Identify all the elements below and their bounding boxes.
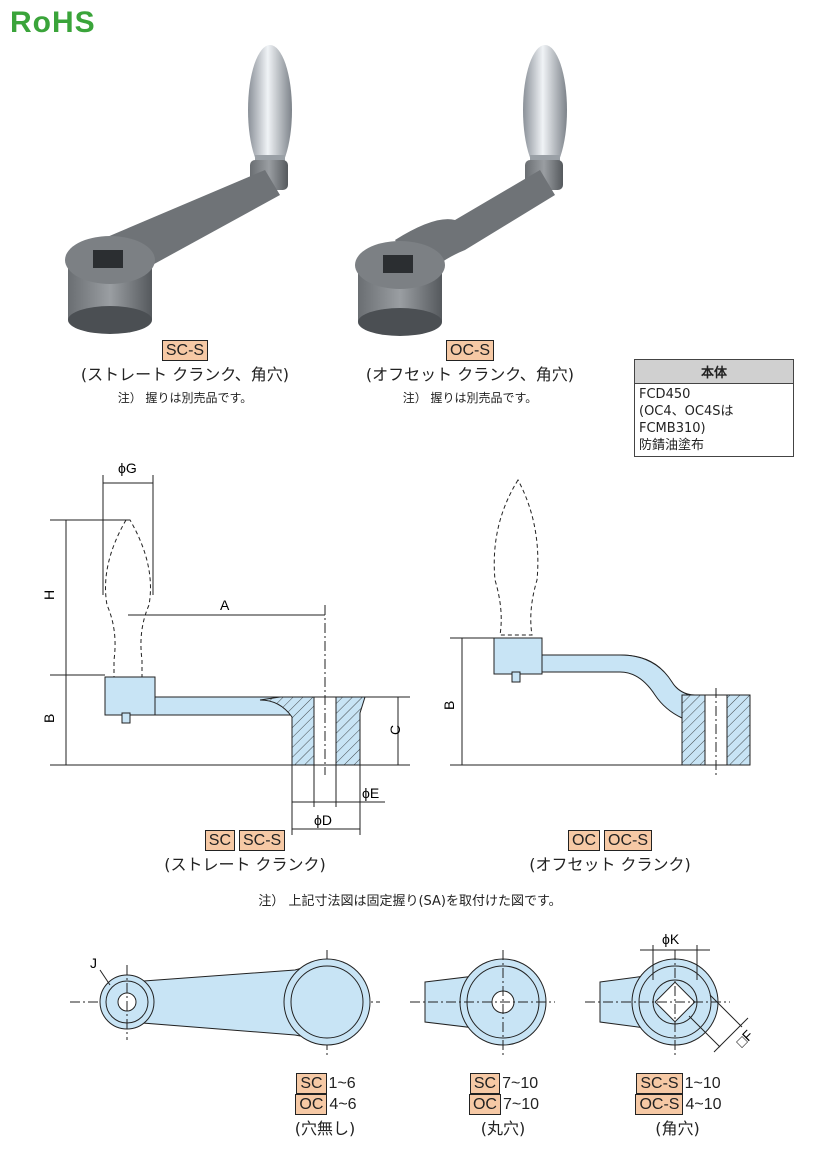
dim-label-e: ϕE [362,785,379,801]
hole-label: (丸穴) [480,1119,526,1138]
offset-crank-diagram: B [441,478,751,775]
dim-label-b: B [441,701,457,710]
code-tag: OC-S [635,1094,684,1115]
material-line: FCD450 [639,387,691,402]
product-description: (ストレート クランク、角穴) [80,365,290,384]
product-caption-sc-s: SC-S (ストレート クランク、角穴) 注） 握りは別売品です。 [50,340,320,406]
code-tag: OC [568,830,600,851]
material-line: 防錆油塗布 [639,438,705,453]
code-tag: SC [469,1073,501,1094]
dim-label-c: C [387,725,403,735]
range-value: 1~10 [684,1075,721,1092]
code-tag: SC [296,1073,327,1094]
code-tag: OC [468,1094,501,1115]
code-tag: SC-S [161,340,209,361]
dim-label-b: B [41,714,57,723]
dim-label-j: J [90,955,97,971]
code-tag: SC-S [239,830,286,851]
dim-label-a: A [220,597,230,613]
dim-label-h: H [41,590,57,600]
material-table: 本体 FCD450 (OC4、OC4SはFCMB310) 防錆油塗布 [634,359,794,457]
product-description: (オフセット クランク、角穴) [365,365,575,384]
product-note: 注） 握りは別売品です。 [402,391,538,405]
dim-label-g: ϕG [118,460,137,476]
offset-crank-photo [355,45,567,336]
range-value: 7~10 [502,1075,539,1092]
dim-label-k: ϕK [662,931,680,947]
code-tag: SC [204,830,235,851]
hole-label: (穴無し) [294,1119,356,1138]
range-value: 7~10 [502,1096,540,1113]
range-value: 4~10 [685,1096,722,1113]
product-caption-oc-s: OC-S (オフセット クランク、角穴) 注） 握りは別売品です。 [335,340,605,406]
hole-type-views: J ϕK □F [70,931,756,1055]
range-value: 4~6 [329,1096,357,1113]
dim-label-d: ϕD [314,812,332,828]
code-tag: SC-S [636,1073,683,1094]
range-value: 1~6 [328,1075,356,1092]
diagram-description: (オフセット クランク) [529,855,691,874]
hole-label: (角穴) [655,1119,700,1138]
product-note: 注） 握りは別売品です。 [117,391,253,405]
straight-crank-diagram: H B ϕG A C ϕE ϕD [41,460,410,835]
diagram-note: 注） 上記寸法図は固定握り(SA)を取付けた図です。 [258,894,562,909]
diagram-description: (ストレート クランク) [164,855,326,874]
code-tag: OC-S [604,830,652,851]
code-tag: OC-S [446,340,494,361]
rohs-logo: RoHS [10,6,96,39]
material-header: 本体 [635,360,793,384]
material-line: (OC4、OC4SはFCMB310) [639,404,734,436]
code-tag: OC [295,1094,328,1115]
straight-crank-photo [65,45,292,334]
